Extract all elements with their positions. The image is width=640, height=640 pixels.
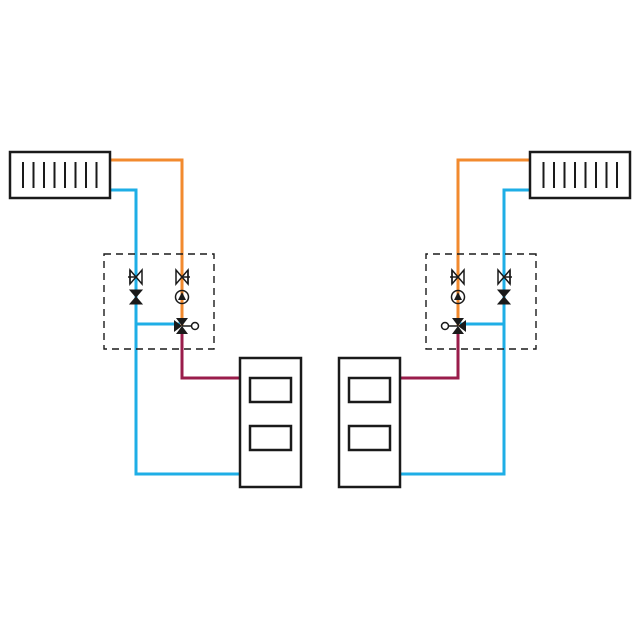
isolation-valve-icon (175, 267, 190, 287)
check-valve-icon (496, 289, 512, 305)
isolation-valve-icon (450, 267, 465, 287)
radiator-fins (22, 162, 98, 188)
return-pipe-left (110, 188, 240, 476)
radiator-fins (542, 162, 618, 188)
isolation-valve-icon (128, 267, 143, 287)
boiler-icon (238, 356, 303, 489)
boiler-icon (337, 356, 402, 489)
supply-pipe-right (456, 158, 530, 326)
valve-actuator-icon (190, 321, 200, 331)
supply-pipe-left (110, 158, 184, 326)
isolation-valve-icon (497, 267, 512, 287)
right-heating-system (337, 150, 632, 489)
boiler-flow-pipe-right (400, 332, 460, 380)
radiator-icon (528, 150, 632, 200)
return-pipe-right (400, 188, 530, 476)
left-heating-system (8, 150, 303, 489)
check-valve-icon (128, 289, 144, 305)
circulation-pump-icon (450, 289, 466, 305)
circulation-pump-icon (174, 289, 190, 305)
control-group-box (103, 253, 215, 350)
control-group-box (425, 253, 537, 350)
three-way-mixing-valve-icon (440, 318, 466, 334)
boiler-flow-pipe-left (180, 332, 240, 380)
three-way-mixing-valve-icon (174, 318, 200, 334)
valve-actuator-icon (440, 321, 450, 331)
radiator-icon (8, 150, 112, 200)
